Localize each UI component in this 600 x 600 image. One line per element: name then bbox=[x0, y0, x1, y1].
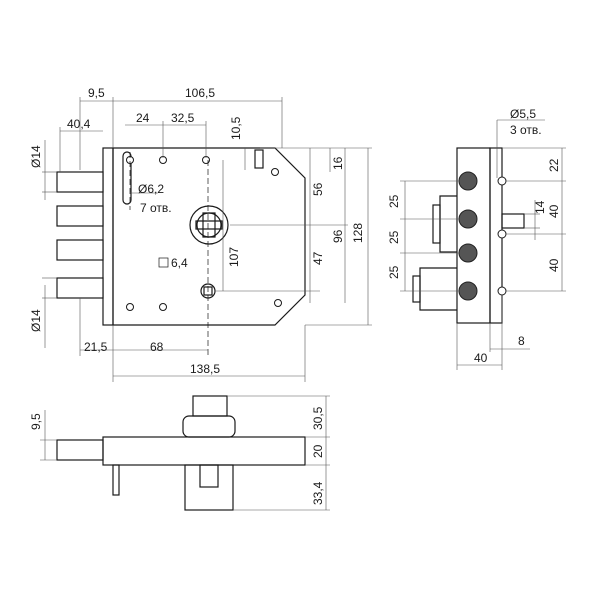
dim-label: 7 отв. bbox=[140, 201, 172, 215]
key-slot-cross bbox=[202, 212, 216, 238]
dim-label: 106,5 bbox=[185, 86, 215, 100]
bottom-view: 9,5 30,5 20 33,4 bbox=[29, 395, 330, 511]
bottom-tab bbox=[112, 464, 120, 496]
dim-label: 30,5 bbox=[311, 406, 325, 430]
dim-label: Ø14 bbox=[29, 309, 43, 332]
dim-label: 128 bbox=[351, 223, 365, 243]
cylinder-head bbox=[192, 395, 228, 417]
bottom-slot bbox=[199, 464, 219, 488]
dim-label: 68 bbox=[150, 340, 164, 354]
cylinder-housing bbox=[439, 195, 457, 253]
dim-label: 9,5 bbox=[88, 86, 105, 100]
bolt-end-3 bbox=[458, 243, 478, 263]
dim-label: 3 отв. bbox=[510, 123, 542, 137]
front-view: 9,5 106,5 40,4 24 32,5 10,5 16 56 96 128… bbox=[29, 86, 372, 382]
cylinder-ring bbox=[432, 204, 441, 244]
dim-label: 8 bbox=[518, 334, 525, 348]
dim-label: 40 bbox=[547, 258, 561, 272]
dim-label: 56 bbox=[311, 182, 325, 196]
dim-label: 33,4 bbox=[311, 481, 325, 505]
cylinder-collar bbox=[182, 415, 236, 438]
side-view: Ø5,5 3 отв. 22 14 40 40 25 25 25 40 8 bbox=[387, 107, 566, 370]
dim-label: 10,5 bbox=[229, 116, 243, 140]
mount-hole bbox=[159, 303, 167, 311]
forend-strip bbox=[102, 147, 114, 326]
dim-label: 25 bbox=[387, 194, 401, 208]
key-slot bbox=[195, 220, 223, 230]
mount-hole bbox=[126, 303, 134, 311]
screw-hole bbox=[497, 176, 507, 186]
dim-label: 22 bbox=[547, 158, 561, 172]
dim-label: 24 bbox=[136, 111, 150, 125]
latch-slot bbox=[122, 151, 132, 205]
bolt-end-2 bbox=[458, 209, 478, 229]
dim-label: 40 bbox=[474, 351, 488, 365]
dim-label: 25 bbox=[387, 265, 401, 279]
dim-label: 20 bbox=[311, 444, 325, 458]
dim-label: 96 bbox=[331, 229, 345, 243]
dim-label: Ø14 bbox=[29, 145, 43, 168]
dim-label: 32,5 bbox=[171, 111, 195, 125]
dim-label: Ø5,5 bbox=[510, 107, 536, 121]
dim-label: 21,5 bbox=[84, 340, 108, 354]
bottom-body bbox=[102, 436, 306, 466]
cylinder-core bbox=[196, 212, 222, 238]
dim-label: 40 bbox=[547, 204, 561, 218]
bolt-3 bbox=[56, 239, 104, 261]
bolt-end-1 bbox=[458, 171, 478, 191]
dim-label: 40,4 bbox=[67, 117, 91, 131]
knob-housing bbox=[419, 267, 457, 311]
screw-hole bbox=[497, 286, 507, 296]
dim-label: 9,5 bbox=[29, 413, 43, 430]
dim-label: 47 bbox=[311, 251, 325, 265]
mount-hole bbox=[271, 168, 279, 176]
latch bbox=[501, 213, 525, 229]
top-slot bbox=[254, 149, 264, 169]
knob bbox=[412, 275, 421, 303]
bolt-1 bbox=[56, 171, 104, 193]
dim-label: Ø6,2 bbox=[138, 182, 164, 196]
bolt-2 bbox=[56, 205, 104, 227]
cylinder-outline bbox=[189, 205, 229, 245]
bottom-bolt bbox=[56, 439, 104, 461]
bolt-end-4 bbox=[458, 281, 478, 301]
square-symbol-icon bbox=[158, 257, 169, 268]
dim-label: 14 bbox=[533, 200, 547, 214]
dim-label: 16 bbox=[331, 156, 345, 170]
dim-label: 138,5 bbox=[190, 362, 220, 376]
screw-hole bbox=[497, 229, 507, 239]
dim-label: 25 bbox=[387, 230, 401, 244]
bolt-4 bbox=[56, 277, 104, 299]
mount-hole bbox=[274, 299, 282, 307]
dim-label: 107 bbox=[227, 247, 241, 267]
dim-label: 6,4 bbox=[171, 256, 188, 270]
